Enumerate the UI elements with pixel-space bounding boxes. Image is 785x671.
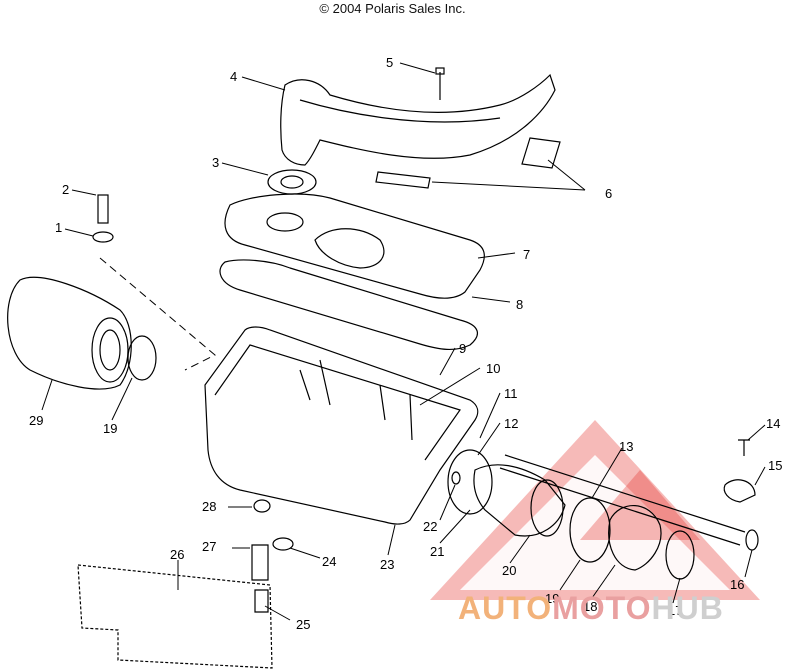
intake-boot xyxy=(473,464,566,537)
callout-15: 15 xyxy=(768,458,783,473)
airbox-body xyxy=(204,326,479,525)
callout-17: 17 xyxy=(668,603,683,618)
callout-1: 1 xyxy=(55,220,63,235)
callout-12: 12 xyxy=(504,416,519,431)
callout-25: 25 xyxy=(296,617,311,632)
watermark-text: AUTOMOTOHUB xyxy=(458,590,724,627)
airbox-lid xyxy=(224,193,485,299)
callout-3: 3 xyxy=(212,155,220,170)
watermark-part-b: MOTO xyxy=(552,590,652,626)
callout-2: 2 xyxy=(62,182,70,197)
triangle-mountain-logo xyxy=(430,420,760,600)
lid-gasket xyxy=(219,259,478,350)
callout-16: 16 xyxy=(730,577,745,592)
callout-19-left: 19 xyxy=(103,421,118,436)
reducer-boot xyxy=(608,505,662,571)
clamp-right xyxy=(569,497,611,563)
air-filter xyxy=(7,276,132,390)
access-panel xyxy=(77,564,273,669)
callout-26: 26 xyxy=(170,547,185,562)
callout-28: 28 xyxy=(202,499,217,514)
callout-22: 22 xyxy=(423,519,438,534)
callout-27: 27 xyxy=(202,539,217,554)
callout-11: 11 xyxy=(504,386,518,401)
drain-tube xyxy=(499,454,746,546)
callout-14: 14 xyxy=(766,416,781,431)
callout-7: 7 xyxy=(523,247,531,262)
callout-20: 20 xyxy=(502,563,517,578)
callout-21: 21 xyxy=(430,544,445,559)
callout-8: 8 xyxy=(516,297,524,312)
callout-4: 4 xyxy=(230,69,238,84)
callout-24: 24 xyxy=(322,554,337,569)
callout-9: 9 xyxy=(459,341,467,356)
watermark-part-a: AUTO xyxy=(458,590,553,626)
callout-6: 6 xyxy=(605,186,613,201)
intake-duct xyxy=(280,73,556,166)
callout-5: 5 xyxy=(386,55,394,70)
callout-29: 29 xyxy=(29,413,44,428)
callout-23: 23 xyxy=(380,557,395,572)
copyright-text: © 2004 Polaris Sales Inc. xyxy=(319,1,466,16)
callout-19-right: 19 xyxy=(545,591,560,606)
watermark-part-c: HUB xyxy=(651,590,724,626)
callout-18: 18 xyxy=(583,599,598,614)
callout-13: 13 xyxy=(619,439,634,454)
callout-10: 10 xyxy=(486,361,501,376)
